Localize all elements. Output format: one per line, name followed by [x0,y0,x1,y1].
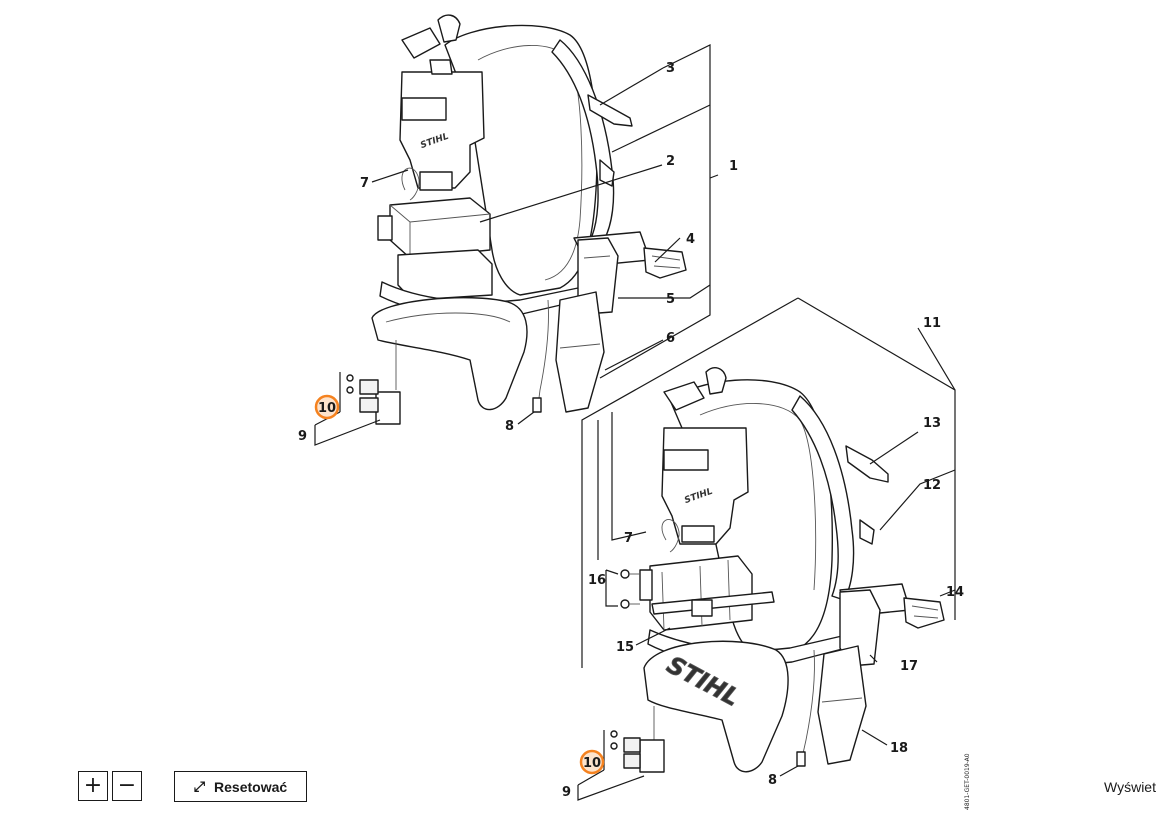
callout-9-lower[interactable]: 9 [562,785,571,800]
callout-11[interactable]: 11 [923,316,941,331]
callout-17[interactable]: 17 [900,659,918,674]
leader-lines-lower [577,297,956,801]
reset-button[interactable]: ⤢ Resetować [174,771,307,802]
zoom-controls: + − [78,771,142,801]
callout-6[interactable]: 6 [666,331,675,346]
callout-10-lower[interactable]: 10 [583,756,601,771]
callout-10-upper[interactable]: 10 [318,401,336,416]
callout-14[interactable]: 14 [946,585,964,600]
callout-16[interactable]: 16 [588,573,606,588]
drawing-code: 4801-GET-0019-A0 [964,753,971,810]
callout-2[interactable]: 2 [666,154,675,169]
callout-7-upper[interactable]: 7 [360,176,369,191]
backpack-upper-assembly: STIHL [346,14,687,425]
callout-1[interactable]: 1 [729,159,738,174]
callout-8-lower[interactable]: 8 [768,773,777,788]
callout-15[interactable]: 15 [616,640,634,655]
callout-4[interactable]: 4 [686,232,695,247]
callout-9-upper[interactable]: 9 [298,429,307,444]
backpack-lower-assembly: STIHL STIHL [610,367,945,773]
zoom-in-button[interactable]: + [78,771,108,801]
callout-18[interactable]: 18 [890,741,908,756]
callout-10-lower-highlight[interactable]: 10 [579,749,605,775]
callout-labels: 1 2 3 4 5 6 7 8 9 10 11 12 13 14 15 16 1… [298,61,964,800]
callout-8-upper[interactable]: 8 [505,419,514,434]
callout-3[interactable]: 3 [666,61,675,76]
callout-5[interactable]: 5 [666,292,675,307]
view-link[interactable]: Wyświet [1104,779,1156,795]
zoom-out-button[interactable]: − [112,771,142,801]
callout-10-upper-highlight[interactable]: 10 [314,394,340,420]
reset-button-label: Resetować [214,778,288,795]
callout-13[interactable]: 13 [923,416,941,431]
hotspot-circle[interactable] [314,394,340,420]
callout-12[interactable]: 12 [923,478,941,493]
expand-arrows-icon: ⤢ [193,778,206,795]
callout-7-lower[interactable]: 7 [624,531,633,546]
hotspot-circle[interactable] [579,749,605,775]
